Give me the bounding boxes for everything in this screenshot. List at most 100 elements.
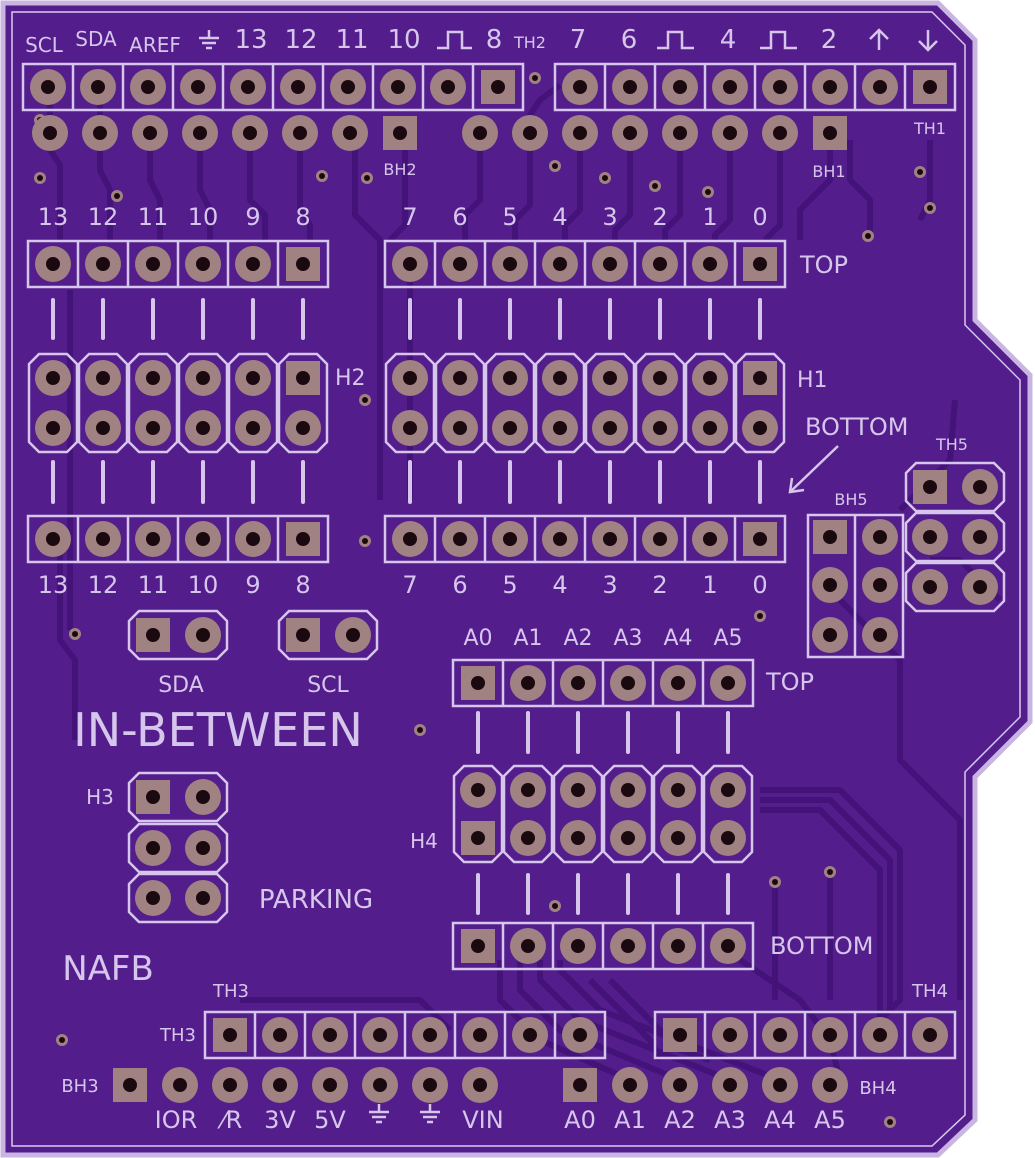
label-n5: 5 bbox=[502, 571, 517, 599]
label-bottom: BOTTOM bbox=[805, 413, 908, 441]
drill-hole bbox=[823, 80, 837, 94]
drill-hole bbox=[246, 532, 260, 546]
arrow-up-icon bbox=[869, 28, 889, 50]
drill-hole bbox=[553, 371, 567, 385]
drill-hole bbox=[671, 831, 685, 845]
drill-hole bbox=[196, 891, 210, 905]
label-h2: H2 bbox=[335, 366, 366, 391]
drill-hole bbox=[721, 676, 735, 690]
label-bh2: BH2 bbox=[383, 160, 416, 179]
drill-hole bbox=[603, 371, 617, 385]
label-n0: 0 bbox=[752, 571, 767, 599]
drill-hole bbox=[603, 257, 617, 271]
drill-hole bbox=[453, 532, 467, 546]
vias bbox=[34, 72, 936, 1128]
label-n12: 12 bbox=[88, 203, 119, 231]
drill-hole bbox=[341, 80, 355, 94]
drill-hole bbox=[193, 126, 207, 140]
label-bottom-h4: BOTTOM bbox=[770, 932, 873, 960]
drill-hole bbox=[146, 421, 160, 435]
drill-hole bbox=[241, 80, 255, 94]
drill-hole bbox=[196, 532, 210, 546]
drill-hole bbox=[391, 80, 405, 94]
drill-hole bbox=[403, 532, 417, 546]
label-n7: 7 bbox=[570, 25, 587, 55]
drill-hole bbox=[703, 371, 717, 385]
silkscreen-outlines bbox=[21, 62, 1006, 1060]
label-bh3: BH3 bbox=[61, 1076, 98, 1097]
drill-hole bbox=[403, 257, 417, 271]
drill-hole bbox=[473, 126, 487, 140]
drill-hole bbox=[453, 421, 467, 435]
label-n10: 10 bbox=[188, 571, 219, 599]
drill-hole bbox=[96, 257, 110, 271]
drill-hole bbox=[273, 1078, 287, 1092]
label-n11: 11 bbox=[138, 571, 169, 599]
drill-hole bbox=[521, 939, 535, 953]
drill-hole bbox=[823, 578, 837, 592]
label-n6: 6 bbox=[452, 571, 467, 599]
label-in-between: IN-BETWEEN bbox=[73, 703, 363, 757]
drill-hole bbox=[196, 790, 210, 804]
label-top-h4: TOP bbox=[765, 668, 814, 696]
drill-hole bbox=[973, 480, 987, 494]
label-n3: 3 bbox=[602, 203, 617, 231]
drill-hole bbox=[123, 1078, 137, 1092]
drill-hole bbox=[753, 532, 767, 546]
label-n0: 0 bbox=[752, 203, 767, 231]
drill-hole bbox=[46, 257, 60, 271]
drill-hole bbox=[223, 1078, 237, 1092]
drill-hole bbox=[346, 628, 360, 642]
label-3v: 3V bbox=[264, 1106, 296, 1134]
arrow-down-icon bbox=[918, 30, 938, 52]
drill-hole bbox=[296, 421, 310, 435]
drill-hole bbox=[453, 257, 467, 271]
drill-hole bbox=[553, 532, 567, 546]
label-n10: 10 bbox=[188, 203, 219, 231]
drill-hole bbox=[823, 126, 837, 140]
drill-hole bbox=[246, 371, 260, 385]
label-h1: H1 bbox=[797, 368, 828, 393]
label-n11: 11 bbox=[138, 203, 169, 231]
drill-hole bbox=[773, 126, 787, 140]
label-vin: VIN bbox=[462, 1106, 503, 1134]
drill-hole bbox=[573, 80, 587, 94]
label-bottom-a0: A0 bbox=[564, 1106, 596, 1134]
label-scl: SCL bbox=[25, 33, 64, 57]
drill-hole bbox=[196, 421, 210, 435]
drill-hole bbox=[473, 1028, 487, 1042]
label-reset: ⁄R bbox=[217, 1106, 243, 1134]
drill-hole bbox=[653, 371, 667, 385]
drill-hole bbox=[653, 532, 667, 546]
drill-hole bbox=[423, 1078, 437, 1092]
label-a2: A2 bbox=[563, 626, 592, 651]
drill-hole bbox=[196, 371, 210, 385]
drill-hole bbox=[573, 1078, 587, 1092]
label-bottom-a3: A3 bbox=[714, 1106, 746, 1134]
drill-hole bbox=[623, 1078, 637, 1092]
label-a0: A0 bbox=[463, 626, 492, 651]
drill-hole bbox=[296, 257, 310, 271]
drill-hole bbox=[43, 126, 57, 140]
drill-hole bbox=[196, 257, 210, 271]
ground-icon bbox=[199, 30, 219, 50]
label-bottom-a2: A2 bbox=[664, 1106, 696, 1134]
label-n7: 7 bbox=[402, 203, 417, 231]
drill-hole bbox=[471, 939, 485, 953]
label-n7: 7 bbox=[402, 571, 417, 599]
label-h3: H3 bbox=[86, 785, 114, 809]
drill-hole bbox=[553, 257, 567, 271]
label-aref: AREF bbox=[129, 33, 181, 57]
label-n2: 2 bbox=[652, 203, 667, 231]
label-n4: 4 bbox=[552, 203, 567, 231]
drill-hole bbox=[673, 1078, 687, 1092]
drill-hole bbox=[703, 421, 717, 435]
label-a4: A4 bbox=[663, 626, 692, 651]
label-bh4: BH4 bbox=[859, 1078, 896, 1099]
drill-hole bbox=[621, 676, 635, 690]
label-sda-pair: SDA bbox=[158, 673, 204, 698]
drill-hole bbox=[521, 831, 535, 845]
drill-hole bbox=[923, 1028, 937, 1042]
label-th3: TH3 bbox=[212, 981, 249, 1002]
